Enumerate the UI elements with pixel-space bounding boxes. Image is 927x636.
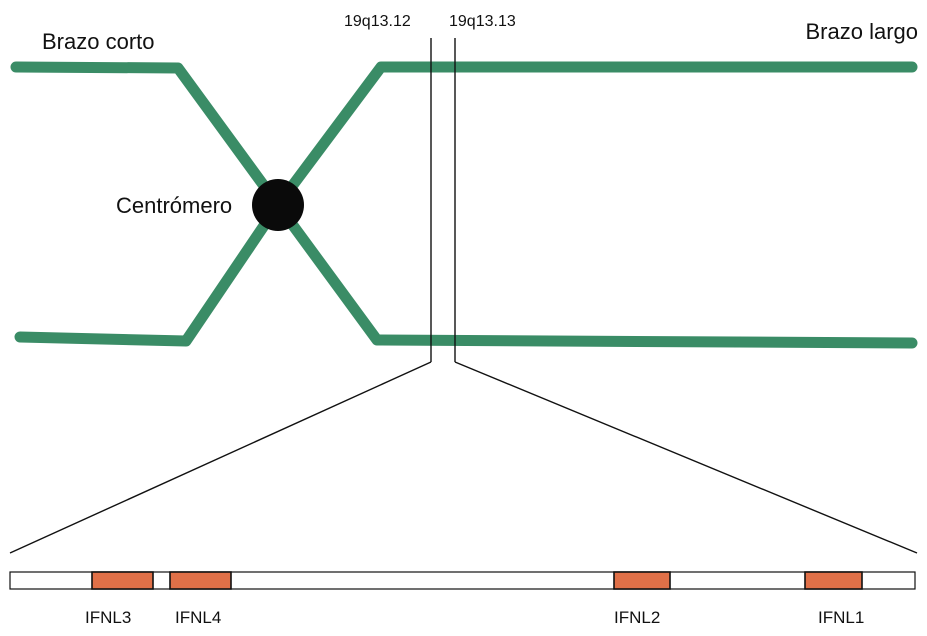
long-arm-label: Brazo largo: [805, 19, 918, 44]
zoom-lines: [9, 361, 918, 554]
zoom-line-right: [454, 361, 918, 554]
centromere-dot: [252, 179, 304, 231]
band-region-marker: [430, 38, 456, 362]
gene-label-ifnl1: IFNL1: [818, 608, 864, 627]
gene-box-ifnl3: [91, 571, 154, 590]
gene-label-ifnl4: IFNL4: [175, 608, 221, 627]
gene-label-ifnl2: IFNL2: [614, 608, 660, 627]
gene-box-ifnl1: [804, 571, 863, 590]
chromosome: [10, 61, 918, 349]
gene-box-ifnl4: [169, 571, 232, 590]
band-label-19q13-13: 19q13.13: [449, 13, 516, 30]
band-label-19q13-12: 19q13.12: [344, 13, 411, 30]
gene-box-ifnl2: [613, 571, 671, 590]
zoom-line-left: [9, 361, 432, 554]
gene-label-ifnl3: IFNL3: [85, 608, 131, 627]
gene-region-bar: [9, 571, 916, 590]
short-arm-label: Brazo corto: [42, 29, 155, 54]
centromere-label: Centrómero: [116, 193, 232, 218]
region-bar-outline: [9, 571, 916, 590]
